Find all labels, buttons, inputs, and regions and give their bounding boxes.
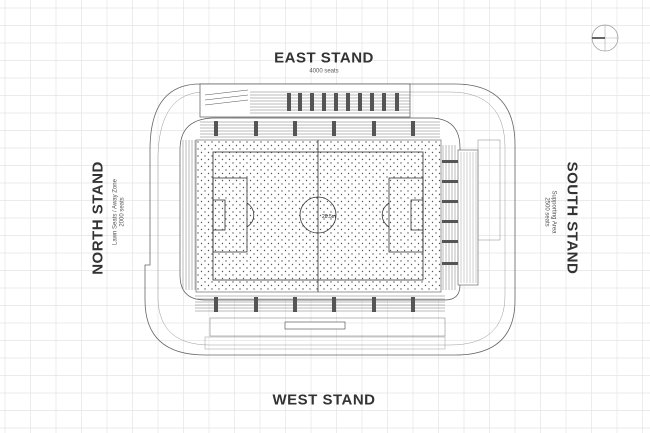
- seat-block: [395, 93, 399, 111]
- seat-block: [442, 220, 458, 223]
- north-stand-seats: 2000 seats: [119, 197, 126, 227]
- seat-block: [332, 297, 336, 312]
- seat-block: [442, 180, 458, 183]
- center-mark-label: 28.5m: [322, 214, 336, 220]
- south-stand-structure: [457, 139, 501, 286]
- stair-ramp: [204, 89, 249, 106]
- seat-block: [372, 297, 376, 312]
- seat-block: [442, 240, 458, 243]
- pitch-markings: [212, 140, 424, 292]
- seat-block: [332, 121, 336, 136]
- west-stand-title: WEST STAND: [272, 391, 376, 409]
- seat-block: [214, 297, 218, 312]
- seat-block: [254, 297, 258, 312]
- east-stand-seats: 4000 seats: [309, 68, 339, 75]
- seat-block: [411, 121, 415, 136]
- seat-block: [293, 297, 297, 312]
- seat-block: [334, 93, 338, 111]
- seat-block: [442, 262, 458, 265]
- east-stand-title: EAST STAND: [274, 49, 374, 67]
- building-outline: [144, 83, 516, 356]
- seat-block: [287, 93, 291, 111]
- seat-block: [442, 200, 458, 203]
- seat-block: [372, 121, 376, 136]
- seat-block: [298, 93, 302, 111]
- seat-block: [358, 93, 362, 111]
- seat-block: [411, 297, 415, 312]
- south-stand-title: SOUTH STAND: [563, 161, 581, 275]
- south-stand-area: Supporting Area: [550, 190, 557, 234]
- seat-block: [293, 121, 297, 136]
- east-stand-upper-tier: [199, 83, 411, 118]
- seat-block: [214, 121, 218, 136]
- seat-block: [370, 93, 374, 111]
- pitch-surface: [195, 139, 442, 293]
- seat-block: [442, 160, 458, 163]
- seat-block: [346, 93, 350, 111]
- seat-block: [254, 121, 258, 136]
- compass-icon: [591, 24, 619, 52]
- north-stand-area: Lawn Seats / Away Zone: [112, 179, 119, 245]
- west-stand-lower-structure: [204, 317, 446, 350]
- south-stand-seats: 2500 seats: [543, 197, 550, 227]
- seat-block: [382, 93, 386, 111]
- seat-block: [310, 93, 314, 111]
- building-inner-outline: [157, 91, 506, 346]
- seat-block: [322, 93, 326, 111]
- north-stand-title: NORTH STAND: [89, 161, 107, 275]
